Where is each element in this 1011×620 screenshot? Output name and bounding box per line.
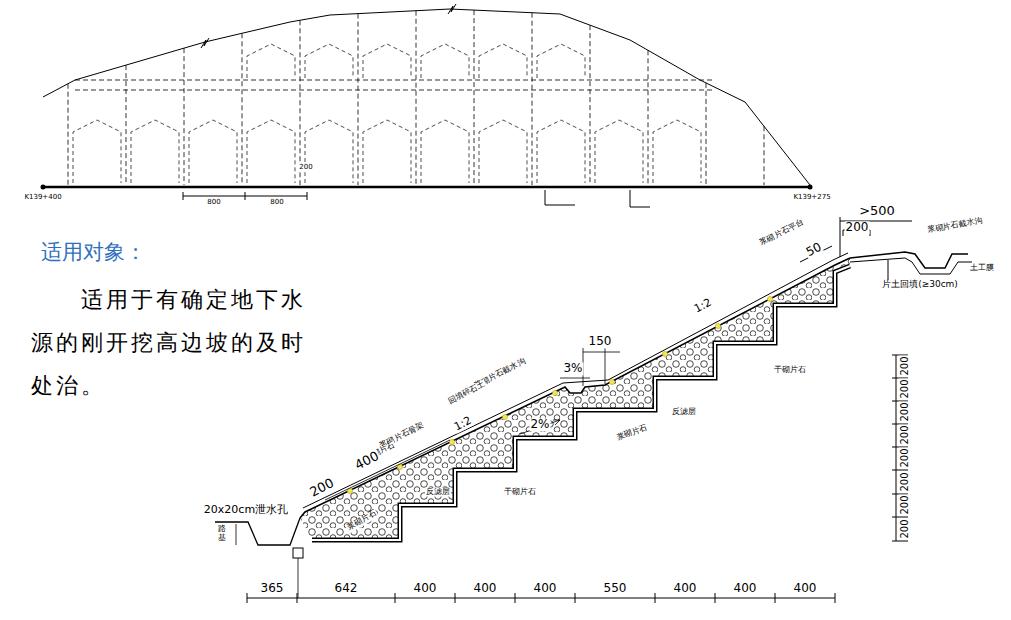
frame-column <box>532 13 533 185</box>
dimension-number: 2% <box>529 418 550 431</box>
material-note: 片土回填(≥30cm) <box>881 280 959 290</box>
leader <box>325 348 620 500</box>
section-body: 适用于有确定地下水源的刚开挖高边坡的及时处治。 <box>30 278 320 407</box>
frame-column <box>68 84 69 185</box>
frame-column <box>764 126 765 185</box>
frame-beam <box>75 80 712 81</box>
frame-column <box>416 11 417 185</box>
dimension-number: 400 <box>733 582 758 595</box>
arch-frame <box>305 120 353 183</box>
dimension-number: 200 <box>899 401 910 422</box>
dimension-number: 400 <box>793 582 818 595</box>
dimension-number: 400 <box>352 449 382 474</box>
frame-column <box>300 20 301 185</box>
arch-frame <box>73 120 121 183</box>
section-heading: 适用对象： <box>40 241 147 264</box>
elevation-view <box>43 4 810 185</box>
material-note: 浆砌片石平台 <box>758 218 807 249</box>
arch-frame <box>189 120 237 183</box>
material-note: 路基 <box>217 525 227 543</box>
dimension-number: 642 <box>334 582 359 595</box>
arch-frame <box>479 120 527 183</box>
road-ditch <box>215 518 300 545</box>
leader <box>236 524 237 545</box>
end-dot <box>41 185 46 190</box>
filter-layer <box>312 266 850 540</box>
arch-frame <box>247 44 295 78</box>
material-note: 反滤层 <box>671 408 697 417</box>
material-note: 土工膜 <box>969 264 995 273</box>
dimension-number: 200 <box>899 378 910 399</box>
scale-number: 800 <box>206 199 221 207</box>
scale-number: 800 <box>269 199 284 207</box>
end-dot <box>808 185 813 190</box>
break-mark <box>201 38 209 48</box>
frame-column <box>590 25 591 185</box>
station-label: K139+275 <box>792 194 831 202</box>
dimension-number: 200 <box>899 355 910 376</box>
dimension-number: 200 <box>899 424 910 445</box>
drain-mark <box>347 296 772 493</box>
arch-frame <box>363 44 411 78</box>
dimension-number: 400 <box>673 582 698 595</box>
slope-surface <box>300 258 850 518</box>
dimension-number: 200 <box>899 471 910 492</box>
filter-layer <box>312 266 850 540</box>
dimension-number: 200 <box>899 518 910 539</box>
frame-column <box>648 50 649 185</box>
frame-column <box>474 10 475 185</box>
material-note: 回填碎石土 <box>446 380 487 407</box>
arch-frame <box>363 120 411 183</box>
arch-frame <box>421 44 469 78</box>
arch-frame <box>131 120 179 183</box>
arch-frame <box>247 120 295 183</box>
material-note: 反滤层 <box>425 488 451 497</box>
frame-column <box>242 33 243 185</box>
dimension-number: 400 <box>413 582 438 595</box>
station-label: K139+400 <box>23 194 62 202</box>
dimension-number: 50 <box>803 240 824 260</box>
dimension-number: 365 <box>260 582 285 595</box>
dimension <box>800 217 912 262</box>
slope-cover <box>303 253 848 508</box>
terrain-line <box>43 9 810 185</box>
frame-column <box>358 14 359 185</box>
material-note: 浆砌片石截水沟 <box>926 217 985 236</box>
material-note: 干砌片石 <box>773 366 807 375</box>
arch-frame <box>421 120 469 183</box>
top-ditch <box>850 258 972 274</box>
break-mark <box>448 4 456 14</box>
arch-frame <box>305 44 353 78</box>
scale-bar <box>183 190 650 207</box>
dimension-number: >500 <box>858 204 896 218</box>
material-note: 干砌片石 <box>503 488 537 497</box>
frame-beam <box>75 90 712 91</box>
arch-frame <box>595 120 643 183</box>
frame-column <box>706 83 707 185</box>
dimension-number: 20x20cm泄水孔 <box>203 504 289 516</box>
frame-column <box>184 48 185 185</box>
dimension-number: 150 <box>588 335 613 348</box>
frame-column <box>126 65 127 185</box>
dimension-number: 200 <box>298 164 313 172</box>
arch-frame <box>479 44 527 78</box>
material-note: 浆砌片石 <box>615 423 650 443</box>
dimension-number: 1:2 <box>691 296 714 316</box>
dimension-number: 200 <box>899 447 910 468</box>
dimension-number: 550 <box>603 582 628 595</box>
arch-frame <box>537 120 585 183</box>
drain-pipe <box>293 548 303 558</box>
dimension-number: 200 <box>845 221 870 234</box>
dimension-number: 400 <box>533 582 558 595</box>
arch-frame <box>653 120 701 183</box>
masonry-fill <box>300 258 850 540</box>
arch-frame <box>537 44 585 78</box>
dimension-number: 200 <box>899 494 910 515</box>
dimension-number: 3% <box>562 362 583 375</box>
dimension-number: 400 <box>473 582 498 595</box>
base-line <box>43 186 810 189</box>
leader <box>298 558 299 598</box>
